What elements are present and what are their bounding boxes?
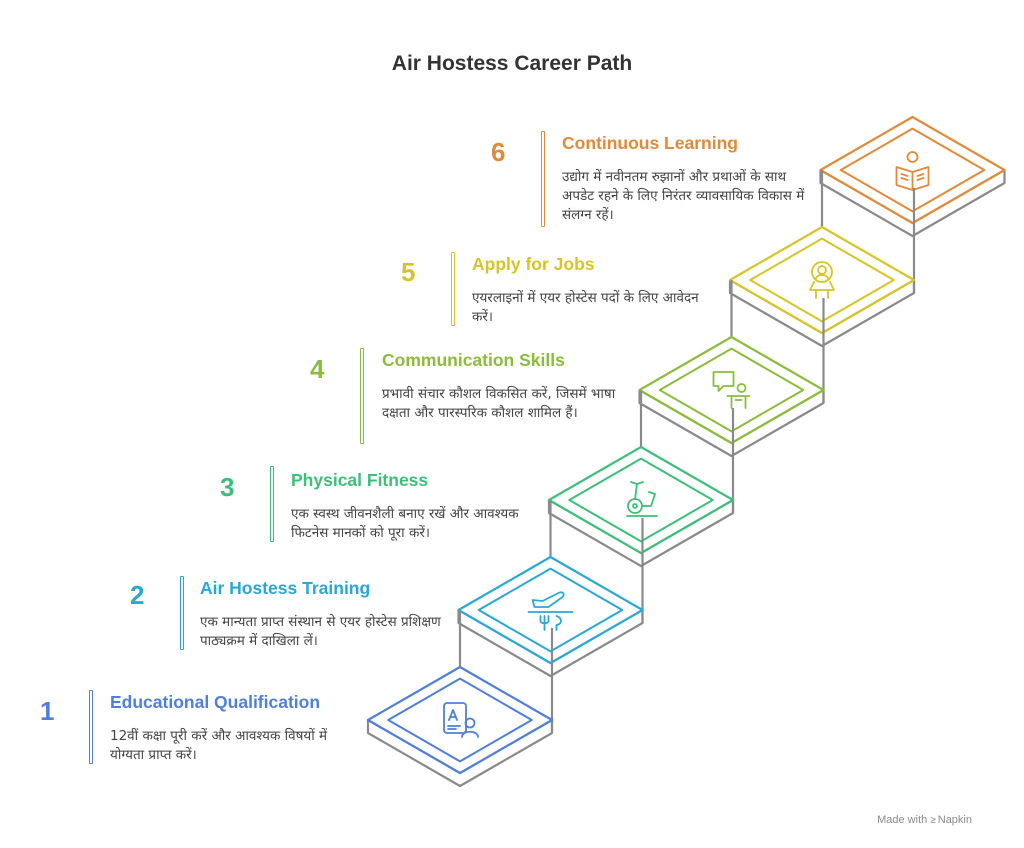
step-number: 6	[491, 137, 506, 167]
step-top	[457, 555, 644, 665]
step-description: एक स्वस्थ जीवनशैली बनाए रखें और आवश्यक फ…	[291, 506, 519, 541]
step-accent-bar	[360, 348, 364, 444]
job-candidate-icon	[809, 261, 835, 299]
step-accent-bar	[451, 252, 455, 326]
step-heading: Educational Qualification	[110, 692, 321, 712]
step-top	[547, 445, 735, 555]
step-inner-diamond	[477, 567, 624, 653]
step-description: प्रभावी संचार कौशल विकसित करें, जिसमें भ…	[382, 386, 616, 421]
step-description: 12वीं कक्षा पूरी करें और आवश्यक विषयों म…	[110, 728, 328, 763]
step-accent-bar	[270, 466, 274, 542]
exercise-bike-icon	[626, 481, 658, 517]
step-heading: Communication Skills	[382, 350, 565, 370]
step-top	[819, 115, 1006, 225]
step-inner-diamond	[658, 347, 805, 433]
step-inner-diamond	[568, 457, 714, 543]
step-description: एयरलाइनों में एयर होस्टेस पदों के लिए आव…	[472, 290, 699, 325]
stair-step-5	[728, 170, 916, 348]
step-number: 2	[130, 580, 145, 610]
step-inner-diamond	[749, 237, 895, 323]
step-top	[638, 335, 825, 445]
step-heading: Physical Fitness	[291, 470, 429, 490]
step-number: 1	[40, 696, 55, 726]
step-number: 4	[310, 354, 325, 384]
footer-watermark: Made with≥Napkin	[877, 814, 972, 826]
step-accent-bar	[89, 690, 93, 764]
step-accent-bar	[541, 131, 545, 227]
stair-step-2	[457, 500, 644, 678]
step-heading: Continuous Learning	[562, 133, 738, 153]
step-top	[366, 665, 554, 775]
stair-step-6	[819, 115, 1006, 238]
step-number: 5	[401, 257, 416, 287]
step-heading: Air Hostess Training	[200, 578, 371, 598]
stair-step-4	[638, 280, 825, 458]
step-top	[728, 225, 916, 335]
page-title: Air Hostess Career Path	[391, 52, 633, 75]
step-description: उद्योग में नवीनतम रुझानों और प्रथाओं के …	[562, 169, 805, 223]
step-number: 3	[220, 472, 235, 502]
student-icon	[443, 702, 479, 738]
step-description: एक मान्यता प्राप्त संस्थान से एयर होस्टे…	[200, 614, 441, 649]
napkin-brand: Napkin	[937, 814, 972, 826]
stair-steps	[366, 115, 1006, 788]
stair-step-3	[547, 390, 735, 568]
step-inner-diamond	[387, 677, 533, 763]
step-heading: Apply for Jobs	[472, 254, 595, 274]
stair-step-1	[366, 610, 554, 788]
flight-meal-icon	[527, 591, 574, 631]
step-inner-diamond	[839, 127, 986, 213]
made-with-text: Made with	[877, 814, 928, 826]
reading-person-icon	[895, 151, 930, 191]
step-accent-bar	[180, 576, 184, 650]
napkin-logo-icon: ≥	[930, 815, 936, 826]
speaker-podium-icon	[712, 371, 751, 409]
